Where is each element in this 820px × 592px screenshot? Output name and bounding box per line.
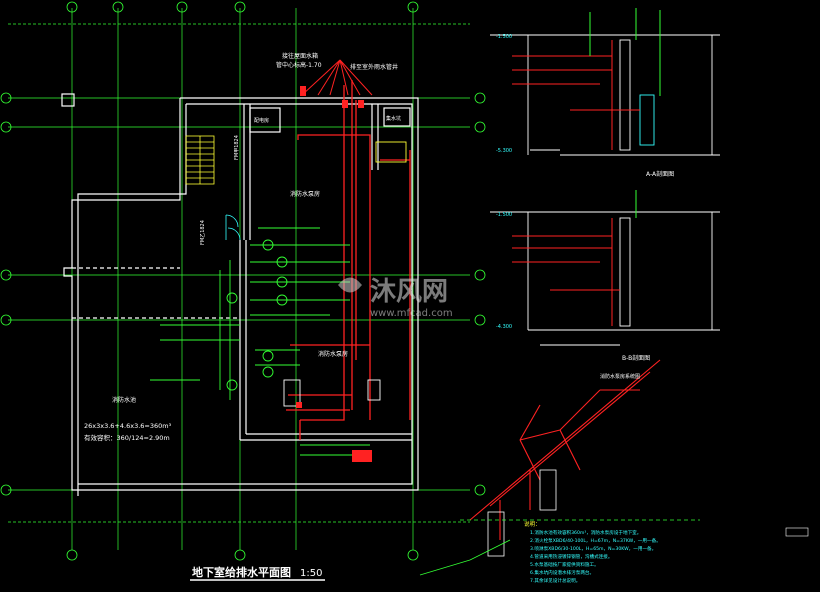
calc-line-1: 26x3x3.6+4.6x3.6=360m³ — [84, 422, 172, 430]
section-a-pipes — [512, 8, 661, 150]
note-line: 5.水泵基础按厂家提供资料施工。 — [530, 561, 599, 568]
section-b-pipes — [512, 190, 637, 326]
watermark-brand: 沐风网 — [370, 277, 448, 307]
roof-pipe-fan — [301, 59, 373, 96]
axonometric-diagram — [469, 359, 661, 540]
section-a-title: A-A剖面图 — [646, 170, 674, 178]
room-pump: 消防水泵房 — [290, 190, 320, 198]
level-label-1: -1.500 — [496, 34, 512, 40]
room-fire-pump: 消防水泵房 — [318, 350, 348, 358]
level-label-4: -4.300 — [496, 324, 512, 330]
axon-equipment — [419, 469, 700, 576]
notes-heading: 说明： — [524, 520, 541, 528]
doors — [225, 214, 241, 241]
watermark-logo-icon — [338, 277, 362, 293]
green-pipes — [150, 227, 370, 456]
north-marker — [785, 527, 809, 537]
axis-bubbles-left — [0, 92, 486, 496]
note-line: 2.消火栓泵XBD6/40-100L，H=67m，N=37KW，一用一备。 — [530, 537, 661, 544]
drawing-scale: 1:50 — [300, 568, 322, 579]
watermark-url: www.mfcad.com — [370, 308, 453, 319]
room-pool: 消防水池 — [112, 396, 136, 404]
section-b-title: B-B剖面图 — [622, 354, 650, 362]
drawing-title: 地下室给排水平面图 — [192, 565, 291, 579]
axis-bubbles-top — [66, 1, 419, 561]
watermark: 沐风网 www.mfcad.com — [338, 277, 453, 319]
walls — [61, 93, 419, 496]
fire-pipes — [286, 80, 411, 440]
stair — [185, 135, 215, 185]
section-a-a — [490, 34, 720, 156]
note-line: 6.集水坑内设潜水排污泵两台。 — [530, 569, 594, 576]
outlet-pipe-label: 排至室外雨水管井 — [350, 63, 398, 71]
section-b-b — [490, 211, 720, 346]
room-power: 配电房 — [254, 117, 269, 124]
note-line: 3.喷淋泵XBD6/30-100L，H=65m，N=30KW，一用一备。 — [530, 545, 656, 552]
calc-line-2: 有效容积：360/124=2.90m — [84, 433, 170, 442]
pipe-height-label: 管中心标高-1.70 — [276, 61, 322, 69]
door-label-1: FM甲1824 — [234, 135, 240, 160]
level-label-2: -5.300 — [496, 148, 512, 154]
level-label-3: -1.500 — [496, 212, 512, 218]
roof-pipe-label: 接往屋面水箱 — [282, 52, 318, 60]
door-label-2: FM乙1824 — [199, 220, 206, 245]
note-line: 4.管道采用热浸镀锌钢管，沟槽式连接。 — [530, 553, 612, 560]
valve-marks — [296, 86, 372, 462]
axon-title: 消防水泵房系统图 — [600, 373, 640, 380]
note-line: 1.消防水池有效容积360m³，消防水泵房设于地下室。 — [530, 529, 641, 536]
notes-block: 说明： 1.消防水池有效容积360m³，消防水泵房设于地下室。 2.消火栓泵XB… — [524, 520, 661, 584]
pump-symbols — [226, 141, 407, 407]
room-sump: 集水坑 — [386, 115, 401, 122]
note-line: 7.其余详见设计总说明。 — [530, 577, 580, 584]
